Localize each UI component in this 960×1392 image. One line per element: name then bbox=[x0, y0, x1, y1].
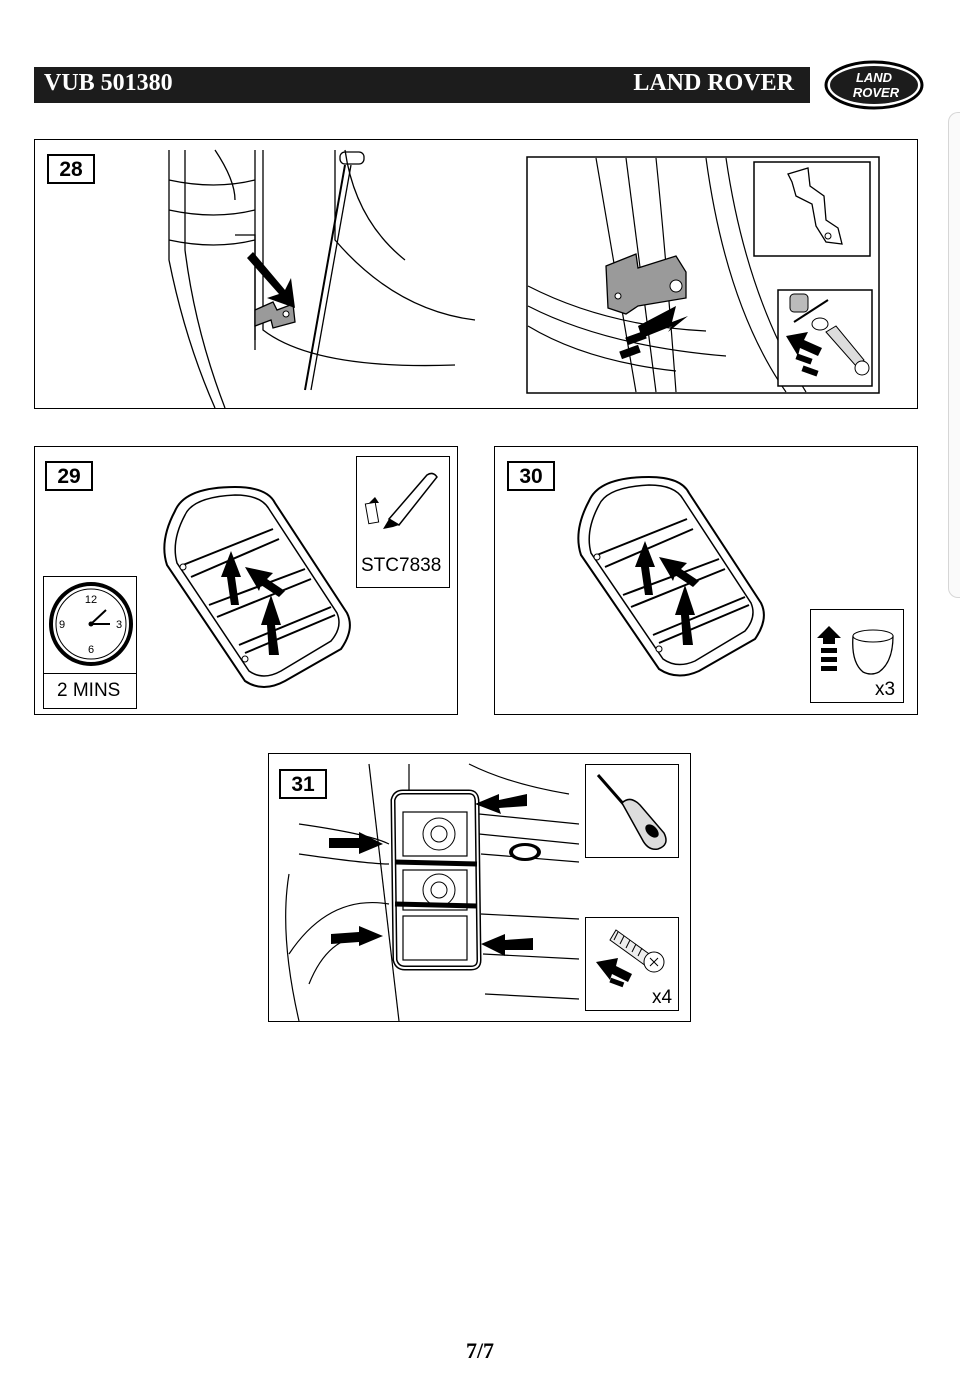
marker-pen-icon bbox=[364, 472, 438, 529]
arrow-icon bbox=[635, 541, 655, 595]
arrow-icon bbox=[675, 585, 695, 645]
screw-icon bbox=[825, 325, 865, 367]
cap-inset: x3 bbox=[810, 609, 904, 703]
cap-icon bbox=[817, 626, 894, 675]
driver-bit-inset bbox=[585, 764, 679, 858]
brand-name: LAND ROVER bbox=[633, 70, 794, 96]
vehicle-rear-illustration bbox=[168, 149, 476, 408]
spacer-icon bbox=[789, 293, 809, 313]
page-number: 7/7 bbox=[465, 1338, 495, 1363]
arrow-icon bbox=[596, 958, 632, 982]
step-29-panel: 29 STC7838 12 3 6 9 bbox=[34, 446, 458, 715]
arrow-icon bbox=[786, 332, 822, 356]
arrow-icon bbox=[331, 926, 383, 946]
svg-text:ROVER: ROVER bbox=[853, 85, 900, 100]
svg-text:3: 3 bbox=[116, 619, 122, 631]
time-inset: 12 3 6 9 2 MINS bbox=[43, 576, 137, 709]
svg-text:6: 6 bbox=[88, 644, 94, 656]
arrow-icon bbox=[481, 934, 533, 956]
step-number: 29 bbox=[45, 461, 93, 491]
header-bar: VUB 501380 LAND ROVER bbox=[34, 67, 810, 103]
doc-code: VUB 501380 bbox=[44, 70, 173, 96]
step-28-panel: 28 bbox=[34, 139, 918, 409]
step-31-panel: 31 bbox=[268, 753, 691, 1022]
arrow-icon bbox=[817, 626, 841, 644]
arrow-icon bbox=[659, 557, 699, 587]
step-number: 28 bbox=[47, 154, 95, 184]
arrow-icon bbox=[221, 551, 241, 605]
arrow-icon bbox=[638, 306, 688, 338]
step-number: 31 bbox=[279, 769, 327, 799]
arrow-icon bbox=[329, 832, 383, 854]
svg-text:9: 9 bbox=[59, 619, 65, 631]
arrow-icon bbox=[247, 252, 295, 308]
screw-icon bbox=[596, 929, 665, 988]
washer-icon bbox=[811, 317, 829, 331]
tail-lamp-guard-illustration bbox=[163, 485, 351, 688]
step-30-panel: 30 x3 bbox=[494, 446, 918, 715]
step-number: 30 bbox=[507, 461, 555, 491]
svg-text:12: 12 bbox=[85, 594, 97, 606]
arrow-icon bbox=[261, 595, 281, 655]
bracket-icon bbox=[787, 167, 843, 245]
svg-text:LAND: LAND bbox=[856, 70, 893, 85]
bracket-detail-illustration bbox=[526, 156, 880, 394]
bit-driver-icon bbox=[596, 774, 667, 851]
arrow-icon bbox=[245, 567, 285, 597]
land-rover-logo: LAND ROVER bbox=[824, 60, 924, 110]
arrow-icon bbox=[475, 794, 527, 814]
clock-icon: 12 3 6 9 bbox=[49, 582, 133, 666]
quantity-label: x3 bbox=[875, 679, 896, 700]
tail-lamp-guard-illustration bbox=[577, 475, 765, 677]
tool-inset: STC7838 bbox=[356, 456, 450, 588]
tool-part-number: STC7838 bbox=[361, 555, 442, 576]
time-label: 2 MINS bbox=[57, 680, 121, 701]
quantity-label: x4 bbox=[652, 987, 673, 1008]
vehicle-fitted-guard-illustration bbox=[285, 763, 579, 1021]
scrollbar-edge[interactable] bbox=[948, 112, 960, 598]
screw-inset: x4 bbox=[585, 917, 679, 1011]
